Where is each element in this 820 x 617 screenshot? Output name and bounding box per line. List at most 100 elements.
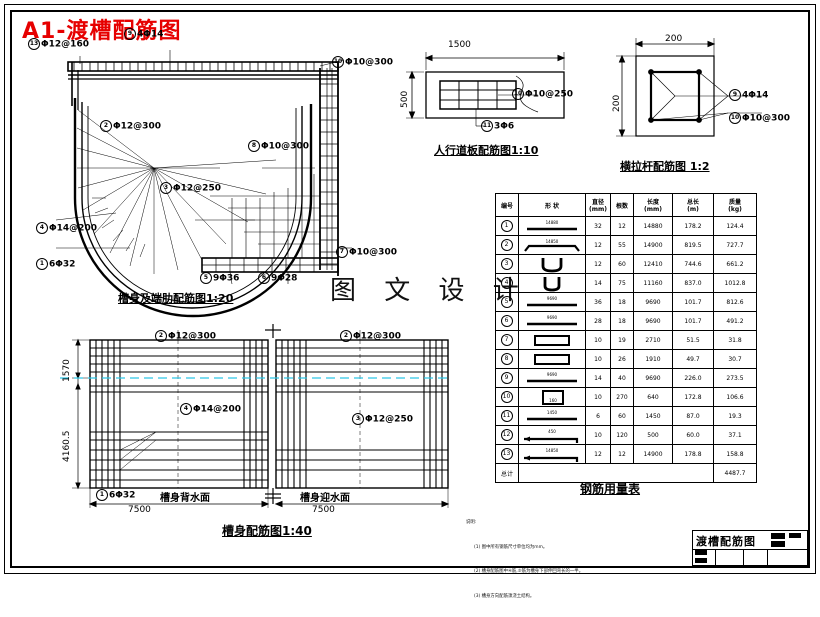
dimension-200-h: 200 — [665, 34, 683, 44]
cell-no: 6 — [495, 311, 519, 331]
cell-diameter: 10 — [585, 387, 611, 407]
callout-number-2b: 2 — [155, 330, 167, 342]
cell-diameter: 12 — [585, 254, 611, 274]
header-no: 编号 — [495, 193, 519, 217]
svg-text:1450: 1450 — [547, 410, 558, 415]
svg-text:160: 160 — [549, 398, 557, 403]
cell-count: 19 — [610, 330, 634, 350]
cell-total-length: 60.0 — [672, 425, 714, 445]
cell-shape — [518, 349, 586, 369]
rebar-number-badge: 3 — [500, 258, 513, 270]
cell-count: 270 — [610, 387, 634, 407]
title-block-swatch-2 — [771, 541, 785, 547]
callout-number-9: 9 — [124, 28, 136, 40]
rebar-number-badge: 6 — [500, 315, 513, 327]
callout-number-10b: 10 — [512, 88, 524, 100]
cell-total-label: 总计 — [495, 463, 519, 483]
title-block-drawing-name: 渡槽配筋图 — [696, 535, 756, 548]
drawing-sheet: A1-渡槽配筋图 — [4, 4, 816, 599]
cell-diameter: 10 — [585, 330, 611, 350]
rebar-number-badge: 13 — [500, 448, 513, 460]
cell-total-length: 87.0 — [672, 406, 714, 426]
cell-total-length: 51.5 — [672, 330, 714, 350]
dimension-1500: 1500 — [448, 40, 471, 50]
dimension-7500-left: 7500 — [128, 505, 151, 515]
cell-no: 13 — [495, 444, 519, 464]
cell-shape: 9690 — [518, 368, 586, 388]
header-diameter: 直径(mm) — [585, 193, 611, 217]
cell-no: 1 — [495, 216, 519, 236]
cell-diameter: 12 — [585, 444, 611, 464]
cell-diameter: 6 — [585, 406, 611, 426]
cell-length: 1910 — [633, 349, 673, 369]
callout-number-3b: 3 — [352, 413, 364, 425]
sheet-border-inner — [10, 10, 810, 568]
svg-text:450: 450 — [548, 429, 556, 434]
title-block-swatch-1 — [771, 533, 785, 539]
cell-diameter: 10 — [585, 349, 611, 369]
rebar-number-badge: 8 — [500, 353, 513, 365]
callout-number-7: 7 — [336, 246, 348, 258]
cell-weight: 106.6 — [713, 387, 757, 407]
callout-number-1b: 1 — [96, 489, 108, 501]
cell-diameter: 12 — [585, 235, 611, 255]
callout-number-10c: 10 — [729, 112, 741, 124]
callout-number-4b: 4 — [180, 403, 192, 415]
cell-shape: 14850 — [518, 444, 586, 464]
rebar-number-badge: 12 — [500, 429, 513, 441]
cell-no: 7 — [495, 330, 519, 350]
cell-total-length: 49.7 — [672, 349, 714, 369]
cell-weight: 812.6 — [713, 292, 757, 312]
cell-length: 1450 — [633, 406, 673, 426]
cell-length: 640 — [633, 387, 673, 407]
rebar-table-caption: 钢筋用量表 — [580, 482, 641, 496]
watermark-text: 图 文 设 计 — [330, 276, 529, 306]
cell-count: 75 — [610, 273, 634, 293]
cell-shape: 14880 — [518, 216, 586, 236]
title-block-cell-3 — [743, 549, 768, 565]
title-block: 渡槽配筋图 — [692, 530, 808, 566]
callout-number-2: 2 — [100, 120, 112, 132]
cell-shape — [518, 273, 586, 293]
cell-length: 2710 — [633, 330, 673, 350]
cell-total-length: 178.2 — [672, 216, 714, 236]
cell-weight: 158.8 — [713, 444, 757, 464]
cell-no: 9 — [495, 368, 519, 388]
header-count: 根数 — [610, 193, 634, 217]
title-block-cell-2 — [715, 549, 744, 565]
cell-count: 60 — [610, 254, 634, 274]
sheet-border-outer — [4, 4, 816, 574]
cell-no: 11 — [495, 406, 519, 426]
cell-length: 9690 — [633, 311, 673, 331]
cell-weight: 491.2 — [713, 311, 757, 331]
cell-shape — [518, 254, 586, 274]
cell-weight: 124.4 — [713, 216, 757, 236]
cell-total-length: 172.8 — [672, 387, 714, 407]
cell-shape: 450 — [518, 425, 586, 445]
cell-shape: 9690 — [518, 311, 586, 331]
svg-text:14850: 14850 — [546, 448, 559, 453]
cell-weight: 30.7 — [713, 349, 757, 369]
dimension-1570: 1570 — [62, 359, 72, 382]
title-block-swatch-5 — [695, 558, 707, 563]
table-header-row: 编号 形 状 直径(mm) 根数 长度(mm) 总长(m) 质量(kg) — [495, 193, 757, 217]
cell-no: 3 — [495, 254, 519, 274]
cell-no: 10 — [495, 387, 519, 407]
cell-weight: 273.5 — [713, 368, 757, 388]
view-cross-tie-bar — [616, 38, 762, 138]
caption-trough-body-elevation: 槽身配筋图1:40 — [222, 524, 312, 538]
cell-shape: 9690 — [518, 292, 586, 312]
cell-weight: 37.1 — [713, 425, 757, 445]
cell-count: 12 — [610, 444, 634, 464]
title-block-swatch-3 — [789, 533, 801, 538]
cell-no: 12 — [495, 425, 519, 445]
